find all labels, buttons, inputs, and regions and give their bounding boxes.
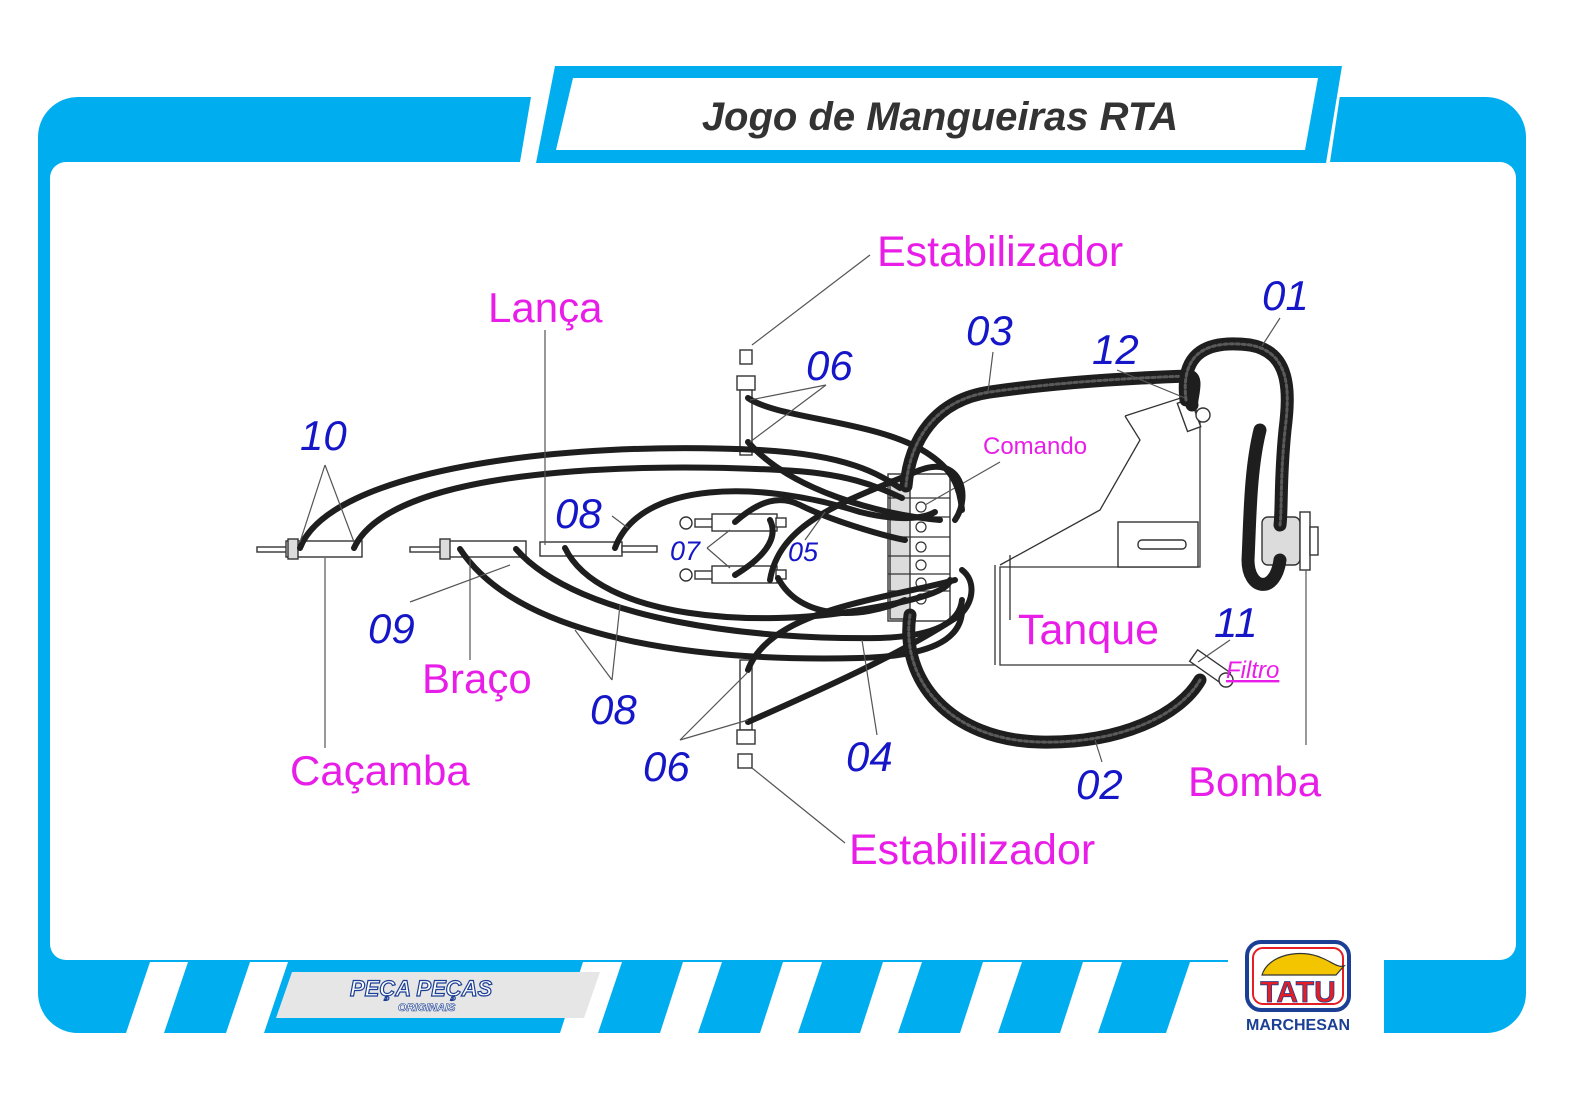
page-frame [38,62,1526,1034]
brand-subname: MARCHESAN [1246,1017,1350,1034]
number-06-bottom: 06 [643,743,690,790]
component-labels: Estabilizador Lança Comando Tanque Filtr… [290,228,1322,874]
number-11: 11 [1214,599,1258,646]
pump-drawing [1261,511,1319,745]
label-lanca: Lança [488,284,603,331]
label-cacamba: Caçamba [290,747,470,794]
peca-pecas-subtext: ORIGINAIS [398,1002,456,1014]
number-01: 01 [1262,272,1309,319]
number-09: 09 [368,605,415,652]
label-tanque: Tanque [1018,606,1159,654]
cylinders [256,513,787,584]
peca-pecas-logo: PEÇA PEÇAS ORIGINAIS [349,975,493,1014]
armadillo-icon [1261,952,1346,976]
tank-drawing [994,394,1201,666]
label-filtro: Filtro [1226,657,1279,684]
leader-lines [299,317,1281,763]
label-comando: Comando [983,433,1087,460]
label-braco: Braço [422,655,532,702]
label-estabilizador-bottom: Estabilizador [849,826,1095,874]
main-hoses [899,337,1294,749]
peca-pecas-text: PEÇA PEÇAS [350,976,493,1001]
number-05: 05 [788,537,819,567]
brand-name: TATU [1260,976,1336,1009]
number-03: 03 [966,307,1013,354]
number-02: 02 [1076,761,1123,808]
number-08-bottom: 08 [590,686,637,733]
page-title: Jogo de Mangueiras RTA [702,95,1178,139]
part-numbers: 01 03 12 06 10 08 07 05 11 09 08 04 06 0… [300,272,1309,808]
number-06-top: 06 [806,342,853,389]
number-08-top: 08 [555,490,602,537]
number-10: 10 [300,412,347,459]
tatu-logo: TATU MARCHESAN [1245,940,1351,1034]
label-bomba: Bomba [1188,758,1322,805]
label-estabilizador-top: Estabilizador [877,228,1123,276]
filter-drawing [1176,397,1234,688]
number-12: 12 [1092,326,1139,373]
number-04: 04 [846,733,893,780]
number-07: 07 [670,536,701,566]
